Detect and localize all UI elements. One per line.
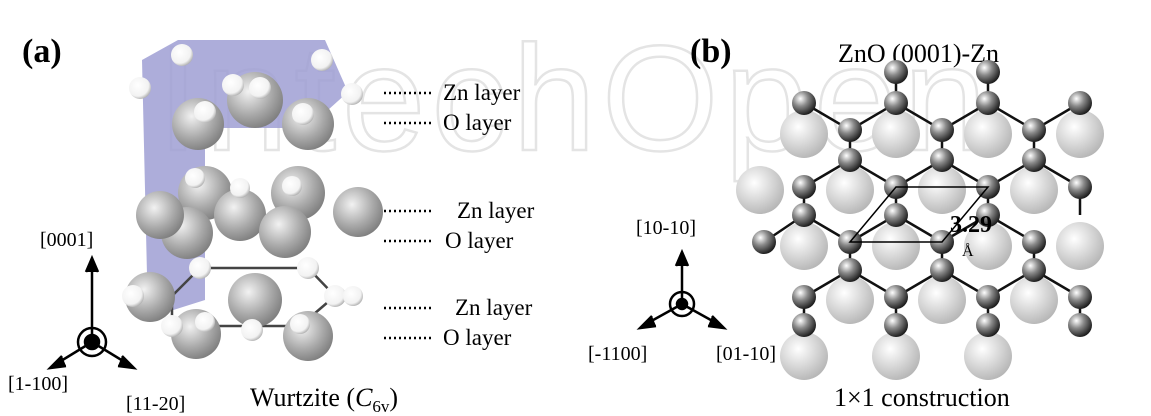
- layer-label-zn-3: Zn layer: [455, 295, 533, 320]
- o-atoms-b: [736, 110, 1104, 380]
- unit-cell-outline: [848, 186, 990, 243]
- axis-triad-b: [636, 248, 728, 330]
- lattice-constant-value: 3.29: [950, 212, 992, 238]
- axis-b-left-label: [-1100]: [588, 343, 647, 365]
- zn-atoms-b: [752, 60, 1092, 337]
- axis-b-right-label: [01-10]: [716, 343, 776, 365]
- axis-a-up-label: [0001]: [40, 229, 93, 251]
- zn-atoms-small: [122, 44, 363, 341]
- lattice-constant-unit: Å: [962, 242, 974, 260]
- layer-label-o-3: O layer: [443, 325, 512, 350]
- panel-a: (a): [8, 33, 535, 416]
- axis-a-left-label: [1-100]: [8, 373, 68, 395]
- layer-label-zn-2: Zn layer: [457, 198, 535, 223]
- axis-a-right-label: [11-20]: [126, 393, 185, 415]
- panel-a-caption: Wurtzite (C6v): [250, 383, 398, 416]
- layer-label-o-1: O layer: [443, 110, 512, 135]
- layer-label-zn-1: Zn layer: [443, 80, 521, 105]
- axis-triad-a: [46, 254, 138, 370]
- layer-leaders: [384, 91, 432, 340]
- panel-b-caption: 1×1 construction: [834, 383, 1010, 412]
- panel-b-title: ZnO (0001)-Zn: [838, 39, 999, 68]
- axis-b-up-label: [10-10]: [636, 217, 696, 239]
- layer-label-o-2: O layer: [445, 228, 514, 253]
- panel-a-label: (a): [22, 33, 62, 70]
- panel-b: (b) ZnO (0001)-Zn: [588, 33, 1104, 412]
- panel-b-label: (b): [690, 33, 732, 70]
